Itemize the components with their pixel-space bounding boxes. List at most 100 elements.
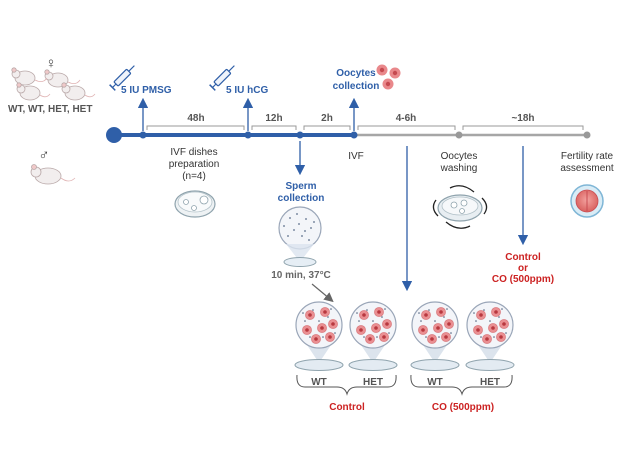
dish-label-het-co: HET — [480, 377, 500, 388]
timeline-node — [244, 131, 252, 139]
syringe-icon — [109, 65, 135, 91]
syringe-icon — [209, 65, 235, 91]
oocyte-nucleus — [439, 310, 443, 314]
dish-base — [348, 359, 398, 371]
oocytes-washing-label-line1: Oocytes — [441, 151, 478, 162]
petri-dish-icon — [174, 190, 216, 218]
hcg-label: 5 IU hCG — [226, 85, 268, 96]
sperm-cell — [309, 336, 311, 338]
group-label-control: Control — [329, 402, 365, 413]
sperm-cell — [327, 316, 329, 318]
oocyte-nucleus — [385, 322, 389, 326]
oocyte-nucleus — [485, 337, 489, 341]
timeline-node — [583, 131, 591, 139]
oocyte-nucleus — [314, 337, 318, 341]
timeline-node — [455, 131, 463, 139]
sperm-cell — [334, 332, 336, 334]
sperm-cell — [438, 336, 440, 338]
male-mouse-icon — [30, 164, 76, 185]
oocyte-nucleus — [479, 313, 483, 317]
oocyte-nucleus — [430, 337, 434, 341]
dish-label-wt-control: WT — [311, 377, 327, 388]
male-symbol: ♂ — [38, 147, 49, 164]
oocyte-washing-icon — [432, 185, 488, 229]
sperm-cell — [304, 320, 306, 322]
sperm-cell — [418, 312, 420, 314]
magnifier-cone — [478, 345, 502, 363]
female-symbol: ♀ — [45, 55, 56, 72]
sperm-cell — [312, 309, 314, 311]
sperm-cell — [330, 308, 332, 310]
interval-4-6h: 4-6h — [396, 113, 417, 124]
magnifier-cone — [307, 345, 331, 363]
fertilization-dish-het-control — [348, 301, 398, 371]
oocyte-nucleus — [499, 335, 503, 339]
oocyte-nucleus — [377, 310, 381, 314]
pmsg-label: 5 IU PMSG — [121, 85, 172, 96]
timeline-node — [296, 131, 304, 139]
oocyte-nucleus — [331, 322, 335, 326]
sperm-cell — [376, 336, 378, 338]
timeline-start-node — [106, 127, 122, 143]
dish-base — [410, 359, 460, 371]
sperm-cell — [381, 316, 383, 318]
magnifier-cone — [423, 345, 447, 363]
oocytes-icon — [376, 64, 401, 90]
fertilization-dish-het-co — [465, 301, 515, 371]
oocyte-nucleus — [320, 326, 324, 330]
oocyte-nucleus — [502, 322, 506, 326]
sperm-cell — [420, 320, 422, 322]
oocyte-nucleus — [362, 313, 366, 317]
sperm-cell — [443, 316, 445, 318]
oocyte-nucleus — [491, 326, 495, 330]
sperm-cell — [372, 320, 374, 322]
fertilization-dish-wt-control — [294, 301, 344, 371]
interval-12h: 12h — [265, 113, 282, 124]
oocytes-collection-label-line1: Oocytes — [336, 68, 376, 79]
sperm-cell — [446, 308, 448, 310]
sperm-cell — [318, 320, 320, 322]
oocyte-nucleus — [368, 337, 372, 341]
oocyte-nucleus — [447, 322, 451, 326]
fertilization-dish-wt-co — [410, 301, 460, 371]
oocyte-nucleus — [374, 326, 378, 330]
dish-label-wt-co: WT — [427, 377, 443, 388]
treatment-label-line1: Control — [505, 252, 541, 263]
control-group-bracket — [296, 374, 397, 396]
sperm-cell — [322, 336, 324, 338]
dish-label-het-control: HET — [363, 377, 383, 388]
oocyte-nucleus — [328, 335, 332, 339]
timeline-node — [139, 131, 147, 139]
fertility-label-line2: assessment — [560, 163, 614, 174]
dish-base — [465, 359, 515, 371]
sperm-cell — [483, 309, 485, 311]
timeline-node — [350, 131, 358, 139]
oocyte-nucleus — [436, 326, 440, 330]
sperm-collection-label-line2: collection — [278, 193, 325, 204]
sperm-cell — [366, 309, 368, 311]
oocyte-nucleus — [494, 310, 498, 314]
interval-2h: 2h — [321, 113, 333, 124]
sperm-cell — [501, 308, 503, 310]
oocytes-collection-label-line2: collection — [333, 81, 380, 92]
ivf-label: IVF — [348, 151, 364, 162]
sperm-cell — [434, 320, 436, 322]
incubation-label: 10 min, 37°C — [271, 270, 331, 281]
interval-48h: 48h — [187, 113, 204, 124]
sperm-cell — [493, 336, 495, 338]
oocyte-nucleus — [323, 310, 327, 314]
female-mice-icon — [11, 67, 96, 101]
sperm-cell — [425, 336, 427, 338]
sperm-cell — [473, 312, 475, 314]
sperm-cell — [428, 309, 430, 311]
ivf-dishes-label-line1: IVF dishes — [170, 147, 217, 158]
dish-base — [294, 359, 344, 371]
sperm-collection-label-line1: Sperm — [285, 181, 316, 192]
female-genotypes-label: WT, WT, HET, HET — [8, 104, 92, 115]
oocyte-nucleus — [421, 328, 425, 332]
sperm-cell — [302, 312, 304, 314]
sperm-cell — [384, 308, 386, 310]
ivf-dishes-label-line3: (n=4) — [182, 171, 206, 182]
interval-18h: ~18h — [511, 113, 534, 124]
sperm-cell — [505, 332, 507, 334]
